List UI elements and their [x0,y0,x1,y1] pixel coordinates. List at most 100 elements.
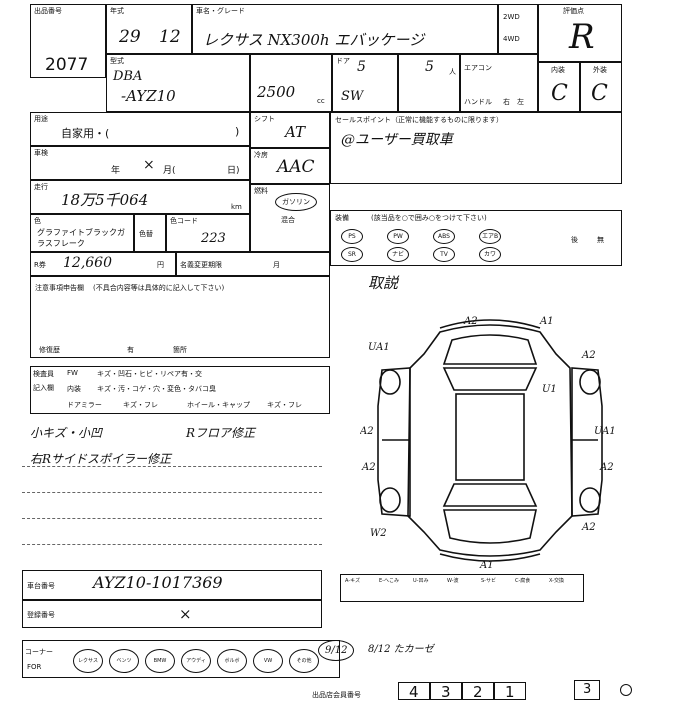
legend-1: E-へこみ [379,578,399,584]
eq-navi: ナビ [387,247,409,262]
wheel-rr [579,487,601,513]
footer-stamp-note: 8/12 たカーゼ [368,644,434,655]
type-label: 型式 [110,57,124,65]
corner-circle-2: ベンツ [109,649,139,673]
doors-box: ドア 5 SW [332,54,398,112]
inspector-label-1: 検査員 [33,370,54,378]
eq-airbag: エアB [479,229,501,244]
usage-value: 自家用・( [61,127,110,140]
store-digit-4: 1 [505,683,515,701]
aircon-handle-box: エアコン ハンドル 右 左 [460,54,538,112]
registration-value: × [179,605,192,623]
store-label: 出品店会員番号 [312,691,361,699]
store-digit-3-box: 2 [462,682,494,701]
corner-box: コーナー FOR レクサス ベンツ BMW アウディ ボルボ VW その他 [22,640,340,678]
aircon-label: 冷房 [254,151,268,159]
legend-0: A-キズ [345,578,361,584]
eq-rear: 後 [571,236,578,244]
handle-label: ハンドル [464,98,492,106]
color-box: 色 グラファイトブラックガラスフレーク [30,214,134,252]
inspector-interior: 内装 [67,385,81,393]
remark-1: 小キズ・小凹 [30,426,103,440]
aircon-small-label: エアコン [464,64,492,72]
fuel-gasoline-circle: ガソリン [275,193,317,211]
legend-4: S-サビ [481,578,496,584]
inspector-mirror: ドアミラー [67,401,102,409]
footer-stamp: 9/12 [318,640,355,661]
page-box: 3 [574,680,600,700]
mileage-km: km [231,203,242,211]
eq-tv: TV [433,247,455,262]
front-bumper [439,319,541,329]
mark-10: W2 [370,528,387,539]
repair-place: 箇所 [173,346,187,354]
eq-ps: PS [341,229,363,244]
inspector-label-2: 記入欄 [33,384,54,392]
drive-2wd: 2WD [503,13,520,21]
usage-paren: ) [235,125,240,138]
car-right-side [571,367,603,517]
lot-number-box: 出品番号 2077 [30,4,106,78]
mark-6: A2 [360,426,374,437]
seats-value: 5 [425,59,434,75]
interior-label: 内装 [551,66,565,74]
model-box: 車名・グレード レクサス NX300h エバッケージ [192,4,498,54]
legend-2: U-凹み [413,578,429,584]
wheel-fl [379,369,401,395]
interior-box: 内装 C [538,62,580,112]
lot-label: 出品番号 [34,7,62,15]
registration-label: 登録番号 [27,611,55,619]
legend-box: A-キズ E-へこみ U-凹み W-波 S-サビ C-腐食 X-交換 [340,574,584,602]
notes-hint: (不具合内容等は具体的に記入して下さい) [93,284,225,292]
eq-sr: SR [341,247,363,262]
aircon-value: AAC [277,157,315,177]
grade-label: 評価点 [563,7,584,15]
wheel-fr [579,369,601,395]
eq-pw: PW [387,229,409,244]
exterior-label: 外装 [593,66,607,74]
usage-box: 用途 自家用・( ) [30,112,250,146]
inspection-day-unit: 日) [227,166,240,176]
car-damage-diagram: A2 A1 UA1 A2 U1 A2 UA1 A2 A2 W2 A2 A1 [360,316,616,570]
seats-box: 5 人 [398,54,460,112]
corner-circle-7: その他 [289,649,319,673]
page-number: 3 [583,682,592,697]
tax-label: R券 [34,261,46,269]
tax-box: R券 12,660 円 [30,252,176,276]
body-value: SW [341,89,364,104]
chassis-code-2: -AYZ10 [121,87,176,105]
mark-11: A2 [581,522,596,533]
drive-4wd: 4WD [503,35,520,43]
inspector-interior-items: キズ・汚・コゲ・穴・変色・タバコ臭 [97,385,216,393]
interior-grade: C [551,81,568,106]
inspection-year-unit: 年 [111,166,121,176]
cc-label: cc [317,97,325,105]
tax-unit: 円 [157,261,164,269]
car-trunk [443,509,537,544]
usage-label: 用途 [34,115,48,123]
car-left-side [377,367,411,517]
eq-abs: ABS [433,229,455,244]
exterior-grade: C [591,81,608,106]
model-value: レクサス NX300h エバッケージ [203,31,425,49]
fuel-box: 燃料 ガソリン 混合 [250,184,330,252]
equipment-handwritten: 取説 [368,274,399,292]
inspection-label: 車検 [34,149,48,157]
shift-value: AT [285,123,306,141]
fuel-label: 燃料 [254,187,268,195]
seats-unit: 人 [449,68,456,76]
inspection-month-unit: 月( [163,166,176,176]
lot-number: 2077 [45,55,89,75]
mark-4: A2 [581,350,596,361]
meigi-month: 月 [273,261,280,269]
shift-box: シフト AT [250,112,330,148]
inspector-wheel-items: キズ・フレ [267,401,302,409]
registration-box: 登録番号 × [22,600,322,628]
eq-none: 無 [597,236,604,244]
month-value: 12 [159,27,181,47]
inspector-fw: FW [67,369,78,377]
meigi-label: 名義変更期限 [180,261,222,269]
color-value: グラファイトブラックガラスフレーク [37,228,125,248]
inspection-box: 車検 年 × 月( 日) [30,146,250,180]
color-change-label: 色替 [139,230,153,238]
